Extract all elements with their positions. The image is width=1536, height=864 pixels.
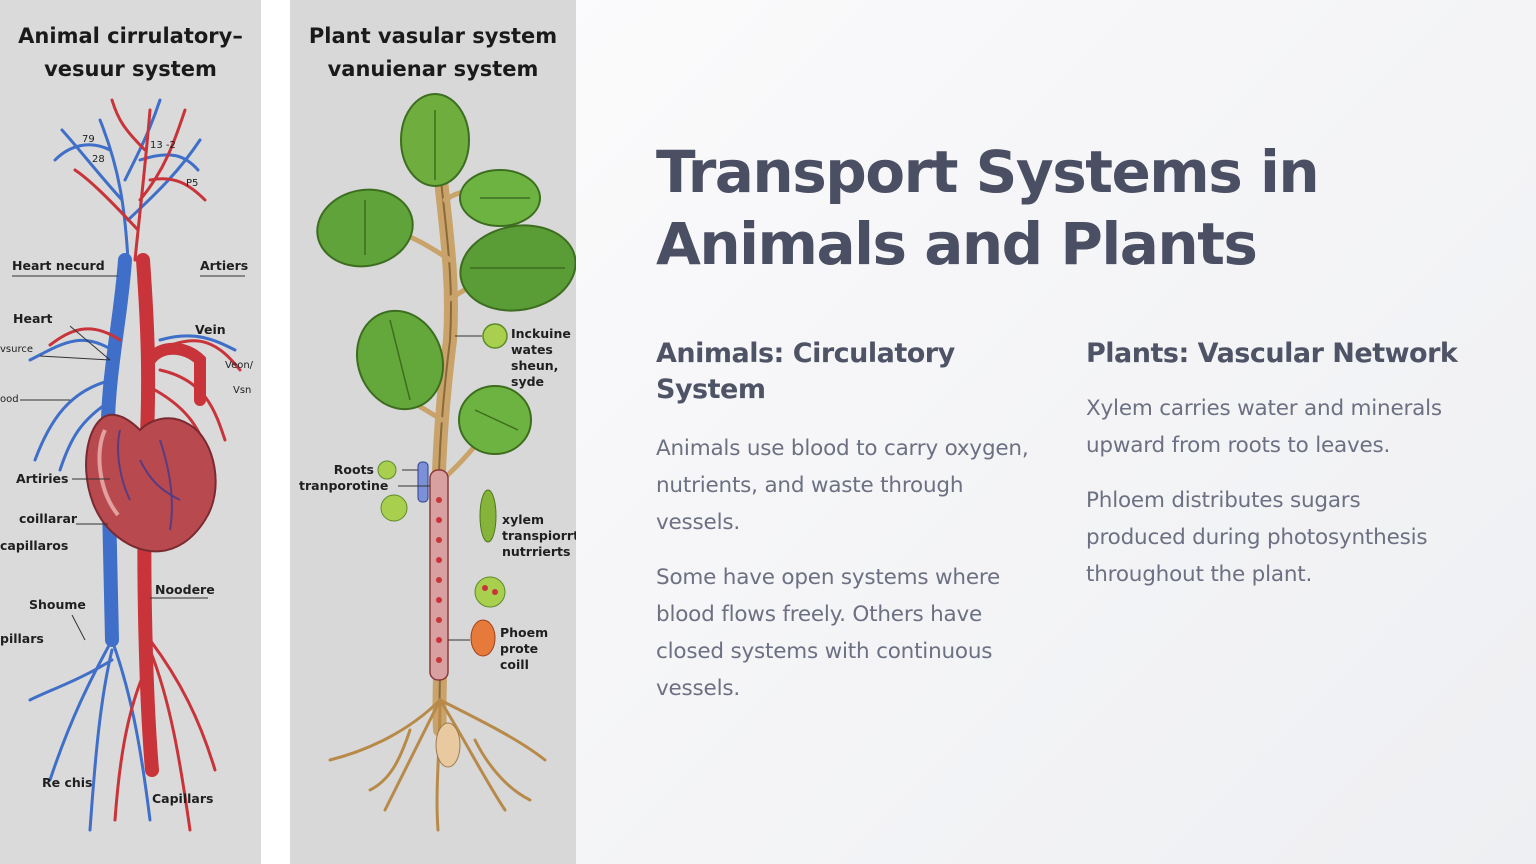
label-28: 28 bbox=[92, 154, 105, 165]
label-13: 13 -2 bbox=[150, 140, 176, 151]
label-shoume: Shoume bbox=[29, 597, 86, 612]
label-heart: Heart bbox=[13, 311, 53, 326]
label-vsn: Vsn bbox=[233, 385, 252, 396]
label-roots: Roots tranporotine bbox=[299, 462, 389, 493]
label-rechis: Re chis bbox=[42, 775, 93, 790]
label-veon: Veon/ bbox=[225, 360, 254, 371]
label-p5: P5 bbox=[186, 178, 199, 189]
plants-paragraph-1: Xylem carries water and minerals upward … bbox=[1086, 396, 1442, 458]
label-noodere: Noodere bbox=[155, 582, 215, 597]
plant-vascular-illustration: Plant vasular system vanuienar system bbox=[290, 0, 576, 864]
label-inckuine: Inckuine wates sheun, syde bbox=[511, 326, 571, 389]
plant-panel-title: Plant vasular system vanuienar system bbox=[308, 24, 558, 81]
label-coillarar: coillarar bbox=[19, 511, 78, 526]
label-heart-necurd: Heart necurd bbox=[12, 258, 105, 273]
animals-paragraph-1: Animals use blood to carry oxygen, nutri… bbox=[656, 436, 1029, 535]
label-phoem: Phoem prote coill bbox=[500, 625, 549, 672]
circulatory-system-drawing bbox=[12, 98, 245, 832]
label-xylem: xylem transpiorrtii nutrrierts bbox=[502, 512, 576, 559]
slide-title: Transport Systems in Animals and Plants bbox=[656, 138, 1320, 278]
label-capillars: Capillars bbox=[152, 791, 214, 806]
animals-paragraph-2: Some have open systems where blood flows… bbox=[656, 565, 1001, 701]
label-artiries: Artiries bbox=[16, 471, 69, 486]
plant-vascular-drawing bbox=[316, 93, 576, 832]
animal-panel-title: Animal cirrulatory– vesuur system bbox=[18, 24, 243, 81]
animal-circulatory-illustration: Animal cirrulatory– vesuur system bbox=[0, 0, 261, 864]
label-vsurce: vsurce bbox=[0, 344, 34, 355]
plants-heading: Plants: Vascular Network bbox=[1086, 338, 1458, 369]
animals-column: Animals: Circulatory System Animals use … bbox=[656, 336, 1036, 725]
plants-paragraph-2: Phloem distributes sugars produced durin… bbox=[1086, 488, 1428, 587]
label-artiers: Artiers bbox=[200, 258, 249, 273]
label-capillaros: capillaros bbox=[0, 538, 69, 553]
label-79: 79 bbox=[82, 134, 95, 145]
slide-content: Transport Systems in Animals and Plants … bbox=[656, 0, 1496, 864]
label-pillars: pillars bbox=[0, 631, 44, 646]
animals-heading: Animals: Circulatory System bbox=[656, 338, 955, 405]
panel-gap bbox=[261, 0, 290, 864]
label-vein: Vein bbox=[195, 322, 226, 337]
plants-column: Plants: Vascular Network Xylem carries w… bbox=[1086, 336, 1466, 611]
label-ood: ood bbox=[0, 394, 19, 405]
